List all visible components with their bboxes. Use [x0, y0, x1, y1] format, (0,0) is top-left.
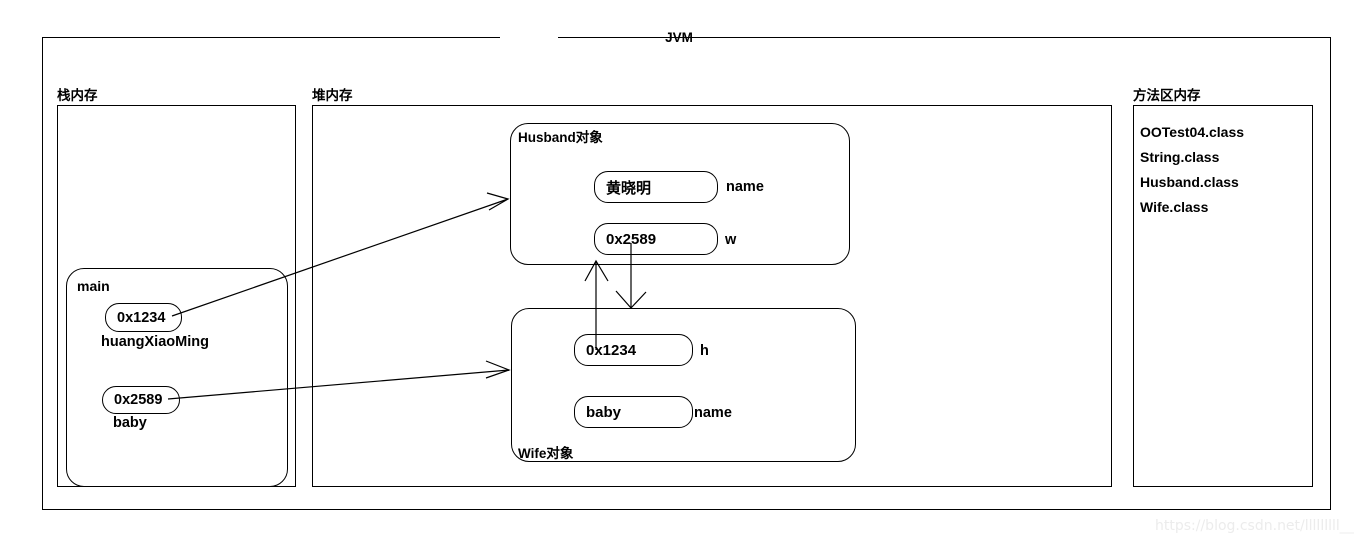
method-area-class-3: Wife.class — [1140, 199, 1209, 215]
watermark: https://blog.csdn.net/lllllllll__ — [1155, 518, 1354, 534]
method-area-class-1: String.class — [1140, 149, 1220, 165]
husband-field-box-name: 黄晓明 — [594, 171, 718, 203]
husband-field-label-name: name — [726, 179, 764, 195]
stack-var-name-baby: baby — [113, 415, 147, 431]
method-area-container — [1133, 105, 1313, 487]
wife-field-label-h: h — [700, 343, 709, 359]
method-area-label: 方法区内存 — [1133, 88, 1201, 103]
stack-var-name-huangxiaoming: huangXiaoMing — [101, 334, 209, 350]
wife-field-label-name: name — [694, 405, 732, 421]
heap-area-label: 堆内存 — [312, 88, 353, 103]
stack-var-box-huangxiaoming: 0x1234 — [105, 303, 182, 332]
method-area-class-2: Husband.class — [1140, 174, 1239, 190]
jvm-title-mask — [500, 31, 558, 43]
heap-object-husband-label: Husband对象 — [518, 130, 603, 145]
stack-area-label: 栈内存 — [57, 88, 98, 103]
stack-var-box-baby: 0x2589 — [102, 386, 180, 414]
husband-field-label-w: w — [725, 232, 737, 248]
heap-object-wife-label: Wife对象 — [518, 446, 574, 461]
husband-field-box-w: 0x2589 — [594, 223, 718, 255]
stack-frame-main — [66, 268, 288, 487]
wife-field-box-h: 0x1234 — [574, 334, 693, 366]
heap-object-husband — [510, 123, 850, 265]
jvm-title: JVM — [665, 30, 693, 45]
jvm-container — [42, 37, 1331, 510]
stack-frame-main-label: main — [77, 278, 110, 294]
wife-field-box-name: baby — [574, 396, 693, 428]
method-area-class-0: OOTest04.class — [1140, 124, 1245, 140]
heap-object-wife — [511, 308, 856, 462]
